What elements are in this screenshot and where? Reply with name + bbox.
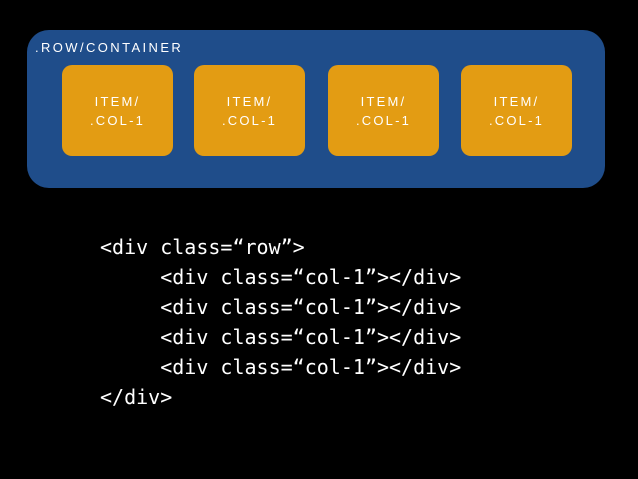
code-line-3: <div class=“col-1”></div> (100, 295, 462, 319)
code-snippet: <div class=“row”> <div class=“col-1”></d… (100, 232, 461, 412)
col-item-1-line1: ITEM/ (94, 93, 141, 109)
code-line-2: <div class=“col-1”></div> (100, 265, 462, 289)
col-item-2: ITEM/ .COL-1 (194, 65, 305, 156)
col-item-2-line2: .COL-1 (221, 112, 278, 128)
col-item-2-line1: ITEM/ (226, 93, 273, 109)
col-item-1-line2: .COL-1 (89, 112, 146, 128)
code-line-5: <div class=“col-1”></div> (100, 355, 462, 379)
col-item-4-line1: ITEM/ (493, 93, 540, 109)
col-item-1: ITEM/ .COL-1 (62, 65, 173, 156)
row-container-label: .ROW/CONTAINER (35, 40, 184, 55)
code-line-4: <div class=“col-1”></div> (100, 325, 462, 349)
col-item-3-line1: ITEM/ (360, 93, 407, 109)
code-line-6: </div> (100, 385, 173, 409)
col-item-3: ITEM/ .COL-1 (328, 65, 439, 156)
col-item-3-line2: .COL-1 (355, 112, 412, 128)
code-line-1: <div class=“row”> (100, 235, 305, 259)
col-item-4-line2: .COL-1 (488, 112, 545, 128)
col-item-4: ITEM/ .COL-1 (461, 65, 572, 156)
